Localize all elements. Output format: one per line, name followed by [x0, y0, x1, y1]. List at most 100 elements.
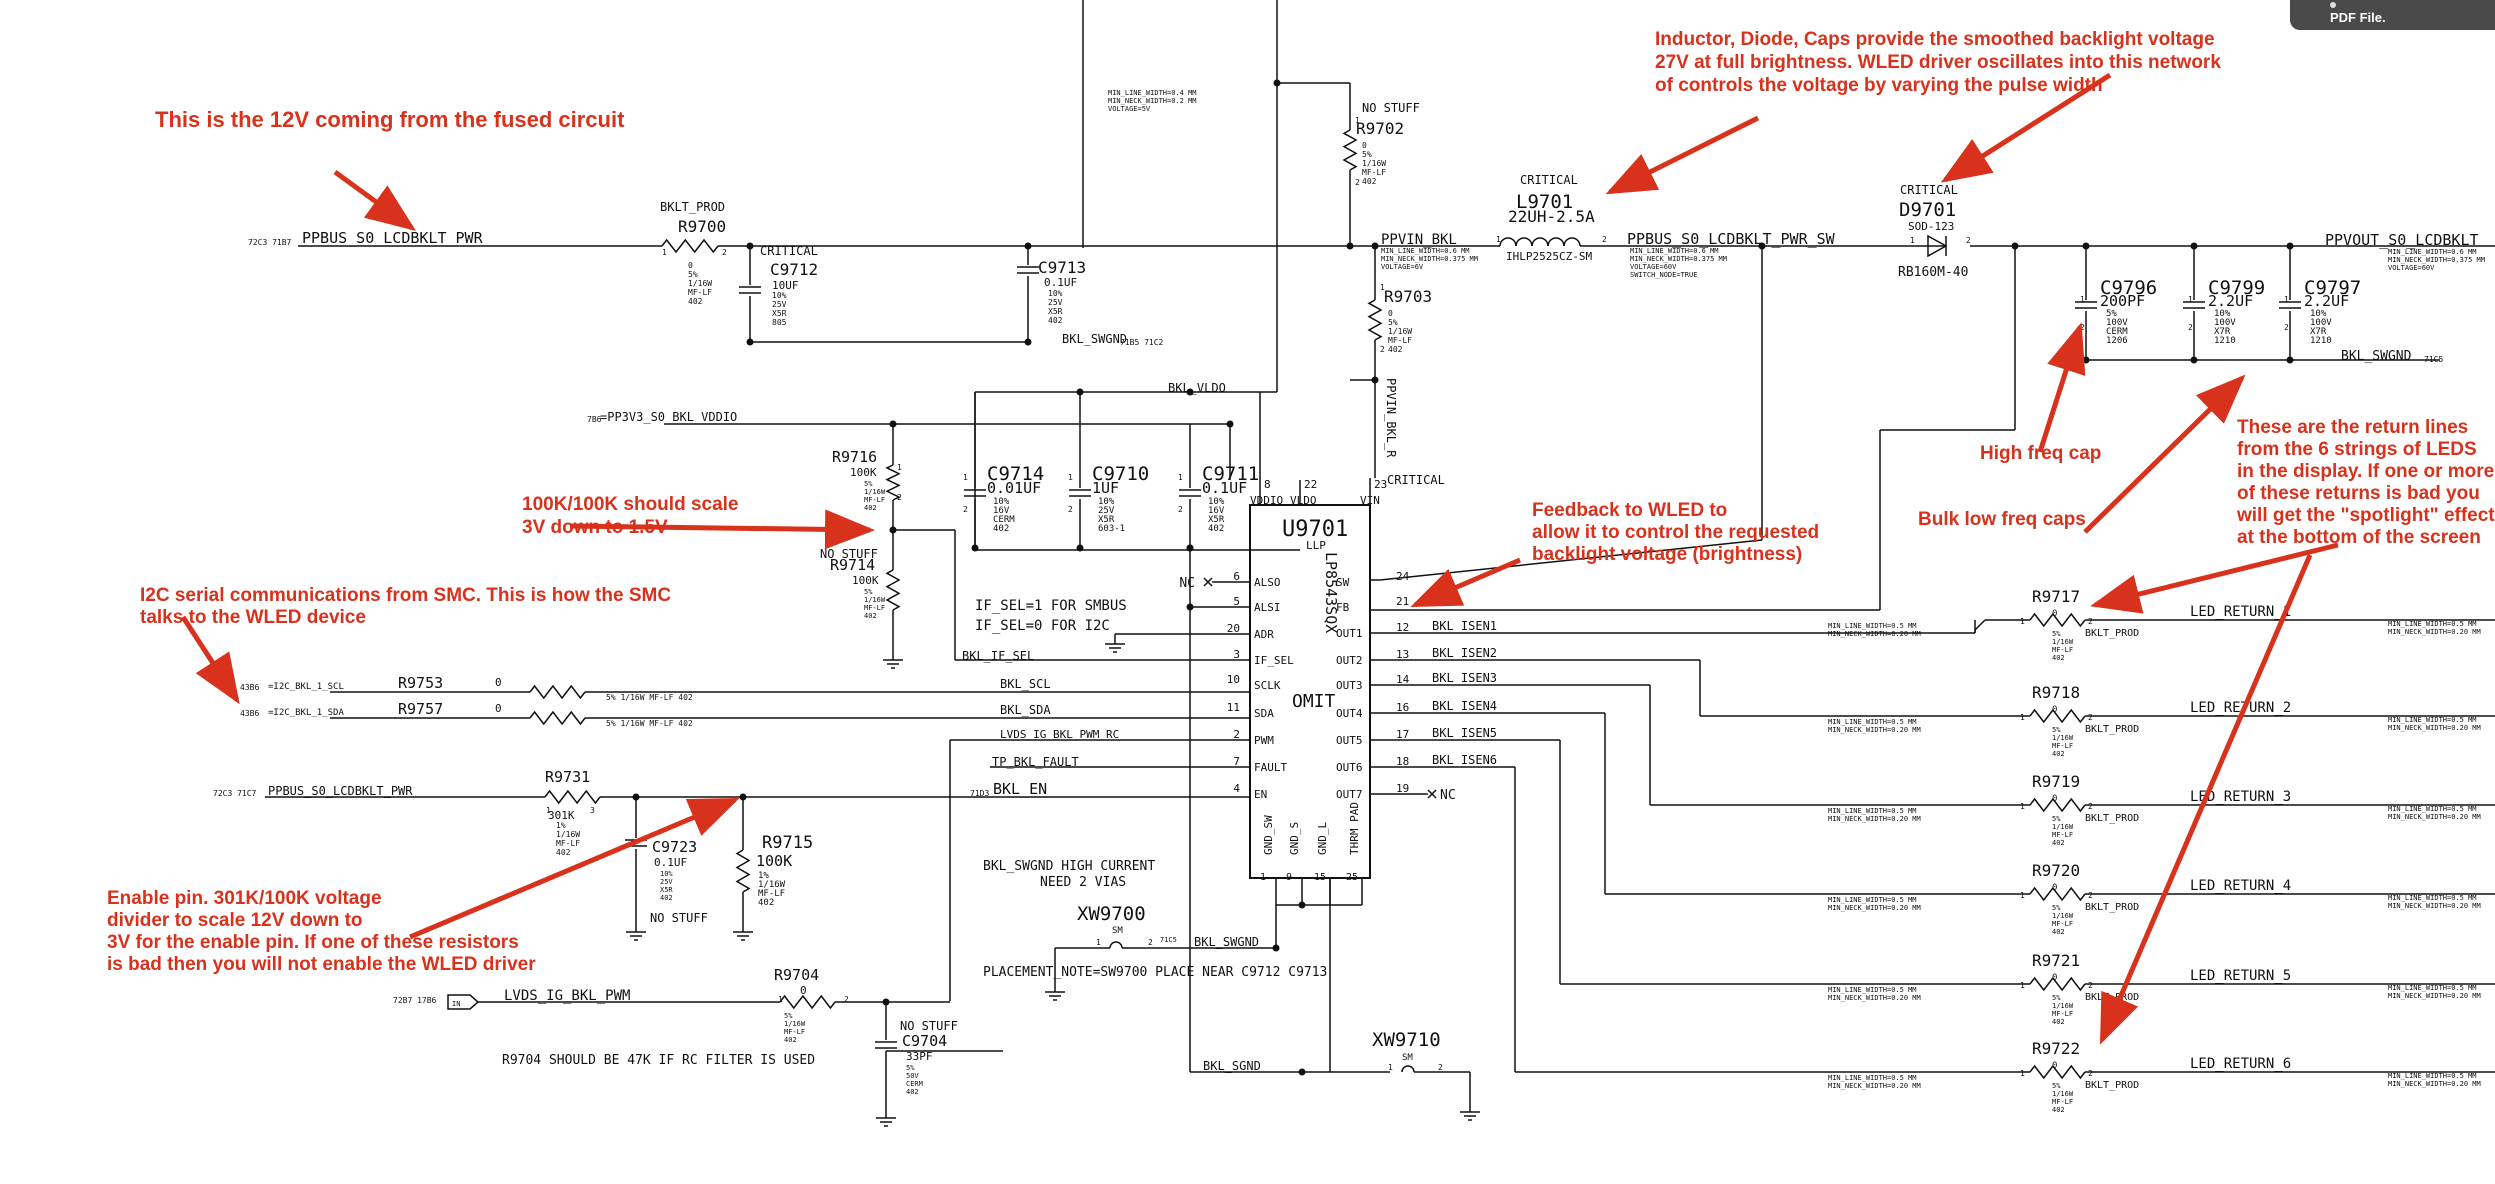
c9799-spec: 10%	[2214, 309, 2231, 319]
c9796-spec: 5%	[2106, 309, 2117, 319]
r9703-spec: 5%	[1388, 318, 1398, 327]
annotation-arrow	[180, 615, 240, 705]
ic-pin-name: OUT7	[1336, 788, 1363, 801]
r9753-spec: 5% 1/16W MF-LF 402	[606, 693, 693, 702]
pin-num: 2	[1438, 1063, 1443, 1072]
pdf-file-label: PDF File.	[2330, 10, 2386, 25]
junction-dot	[1346, 242, 1354, 250]
no-connect-icon	[1427, 789, 1437, 799]
rled-spec: 1/16W	[2052, 734, 2074, 742]
rled-spec: 0	[2052, 609, 2057, 619]
inductor-coil	[1563, 237, 1581, 247]
rled-spec: 1/16W	[2052, 1002, 2074, 1010]
pin-num: 1	[1910, 236, 1915, 245]
pin-num: 1	[662, 248, 667, 257]
l9701-part: IHLP2525CZ-SM	[1506, 250, 1592, 263]
l9701-tag: CRITICAL	[1520, 173, 1578, 187]
wire	[1974, 619, 1986, 631]
xw9710-ref: XW9710	[1372, 1029, 1441, 1051]
net-label-led-return: LED_RETURN_2	[2190, 700, 2291, 716]
c9723-ref: C9723	[652, 838, 697, 856]
net-label-pp3v3: =PP3V3_S0_BKL_VDDIO	[600, 410, 737, 424]
ic-pin-num: 12	[1396, 621, 1409, 634]
pin-num: 1	[1496, 235, 1501, 244]
pin-num: 1	[2188, 295, 2193, 304]
rled-spec: MF-LF	[2052, 1010, 2073, 1018]
rled-spec: 0	[2052, 883, 2057, 893]
r9753-ref: R9753	[398, 674, 443, 692]
line-width-note: VOLTAGE=6V	[1381, 263, 1424, 271]
annotation-arrow	[1940, 72, 2112, 183]
rled-spec: MF-LF	[2052, 1098, 2073, 1106]
rled-spec: 402	[2052, 928, 2065, 936]
r9716-spec: MF-LF	[864, 496, 885, 504]
r9700-spec: 402	[688, 297, 703, 306]
line-width-note: MIN_LINE_WIDTH=0.6 MM	[1381, 247, 1470, 255]
r9714-spec: 5%	[864, 588, 873, 596]
rled-tag: BKLT_PROD	[2085, 992, 2139, 1003]
ic-pin-num: 16	[1396, 701, 1409, 714]
net-ref: 43B6	[240, 683, 259, 692]
net-ref: 71C5	[2424, 355, 2443, 364]
shorting-jumper	[1109, 941, 1123, 949]
c9710-ref: C9710	[1092, 463, 1149, 485]
ic-pin-name: FAULT	[1254, 761, 1287, 774]
ic-pin-name: ALSO	[1254, 576, 1281, 589]
net-ref: 71B5 71C2	[1120, 338, 1164, 347]
rled-spec: 402	[2052, 1018, 2065, 1026]
net-label-en: BKL_EN	[993, 780, 1047, 798]
ic-pin-name: PWM	[1254, 734, 1274, 747]
rled-ref: R9719	[2032, 772, 2080, 791]
annotation-line: divider to scale 12V down to	[107, 910, 363, 931]
line-width-note: MIN_LINE_WIDTH=0.5 MM	[2388, 805, 2477, 813]
line-width-note: MIN_LINE_WIDTH=0.6 MM	[2388, 248, 2477, 256]
net-ref: 71C5	[1160, 936, 1177, 944]
c9711-val: 0.1UF	[1202, 479, 1247, 497]
pin-num: 1	[1355, 116, 1360, 125]
pdf-file-badge[interactable]: PDF File.	[2290, 0, 2495, 30]
ic-critical: CRITICAL	[1387, 473, 1445, 487]
inductor-coil	[1531, 237, 1549, 247]
annotation-arrows	[180, 72, 2339, 1045]
c9713-spec: X5R	[1048, 307, 1063, 316]
c9704-spec: 5%	[906, 1064, 915, 1072]
pin-num: 2	[1602, 235, 1607, 244]
ic-pin-num: 11	[1227, 701, 1240, 714]
c9796-val: 200PF	[2100, 292, 2145, 310]
line-width-note: MIN_NECK_WIDTH=0.20 MM	[2388, 1080, 2481, 1088]
net-ref: 72B7 17B6	[393, 996, 437, 1005]
annotation-line: 3V for the enable pin. If one of these r…	[107, 932, 519, 953]
ic-pin-num: 19	[1396, 782, 1409, 795]
annotation-line: This is the 12V coming from the fused ci…	[155, 107, 625, 132]
ic-pin-name: GND_SW	[1262, 815, 1275, 855]
rled-tag: BKLT_PROD	[2085, 813, 2139, 824]
r9700-spec: 0	[688, 261, 693, 270]
c9710-val: 1UF	[1092, 479, 1119, 497]
pin-num: 2	[2088, 891, 2093, 900]
line-width-note: MIN_NECK_WIDTH=0.2 MM	[1108, 97, 1197, 105]
c9723-spec: 25V	[660, 878, 673, 886]
line-width-note: MIN_NECK_WIDTH=0.375 MM	[1381, 255, 1478, 263]
no-connect-icon	[1203, 577, 1213, 587]
c9714-spec: 16V	[993, 506, 1010, 516]
resistor-symbol	[544, 789, 601, 805]
note-vias: NEED 2 VIAS	[1040, 875, 1126, 890]
annotation-a12v: This is the 12V coming from the fused ci…	[155, 107, 625, 132]
resistor-symbol	[885, 464, 901, 501]
c9712-spec: 10%	[772, 291, 787, 300]
r9700-spec: 1/16W	[688, 279, 712, 288]
pin-num: 2	[2284, 323, 2289, 332]
ic-pin-name: ALSI	[1254, 601, 1281, 614]
pin-num: 1	[778, 995, 783, 1004]
pin-num: 3	[590, 806, 595, 815]
c9796-spec: CERM	[2106, 327, 2128, 337]
pin-num: 1	[2020, 617, 2025, 626]
rled-spec: 5%	[2052, 1082, 2061, 1090]
pin-num: 2	[1148, 938, 1153, 947]
net-label-ppvin-r: PPVIN_BKL_R	[1384, 378, 1398, 458]
net-label-fault: TP_BKL_FAULT	[992, 755, 1079, 769]
c9710-spec: X5R	[1098, 515, 1115, 525]
nc-label: NC	[1179, 576, 1195, 591]
annotation-arrow	[569, 509, 875, 550]
